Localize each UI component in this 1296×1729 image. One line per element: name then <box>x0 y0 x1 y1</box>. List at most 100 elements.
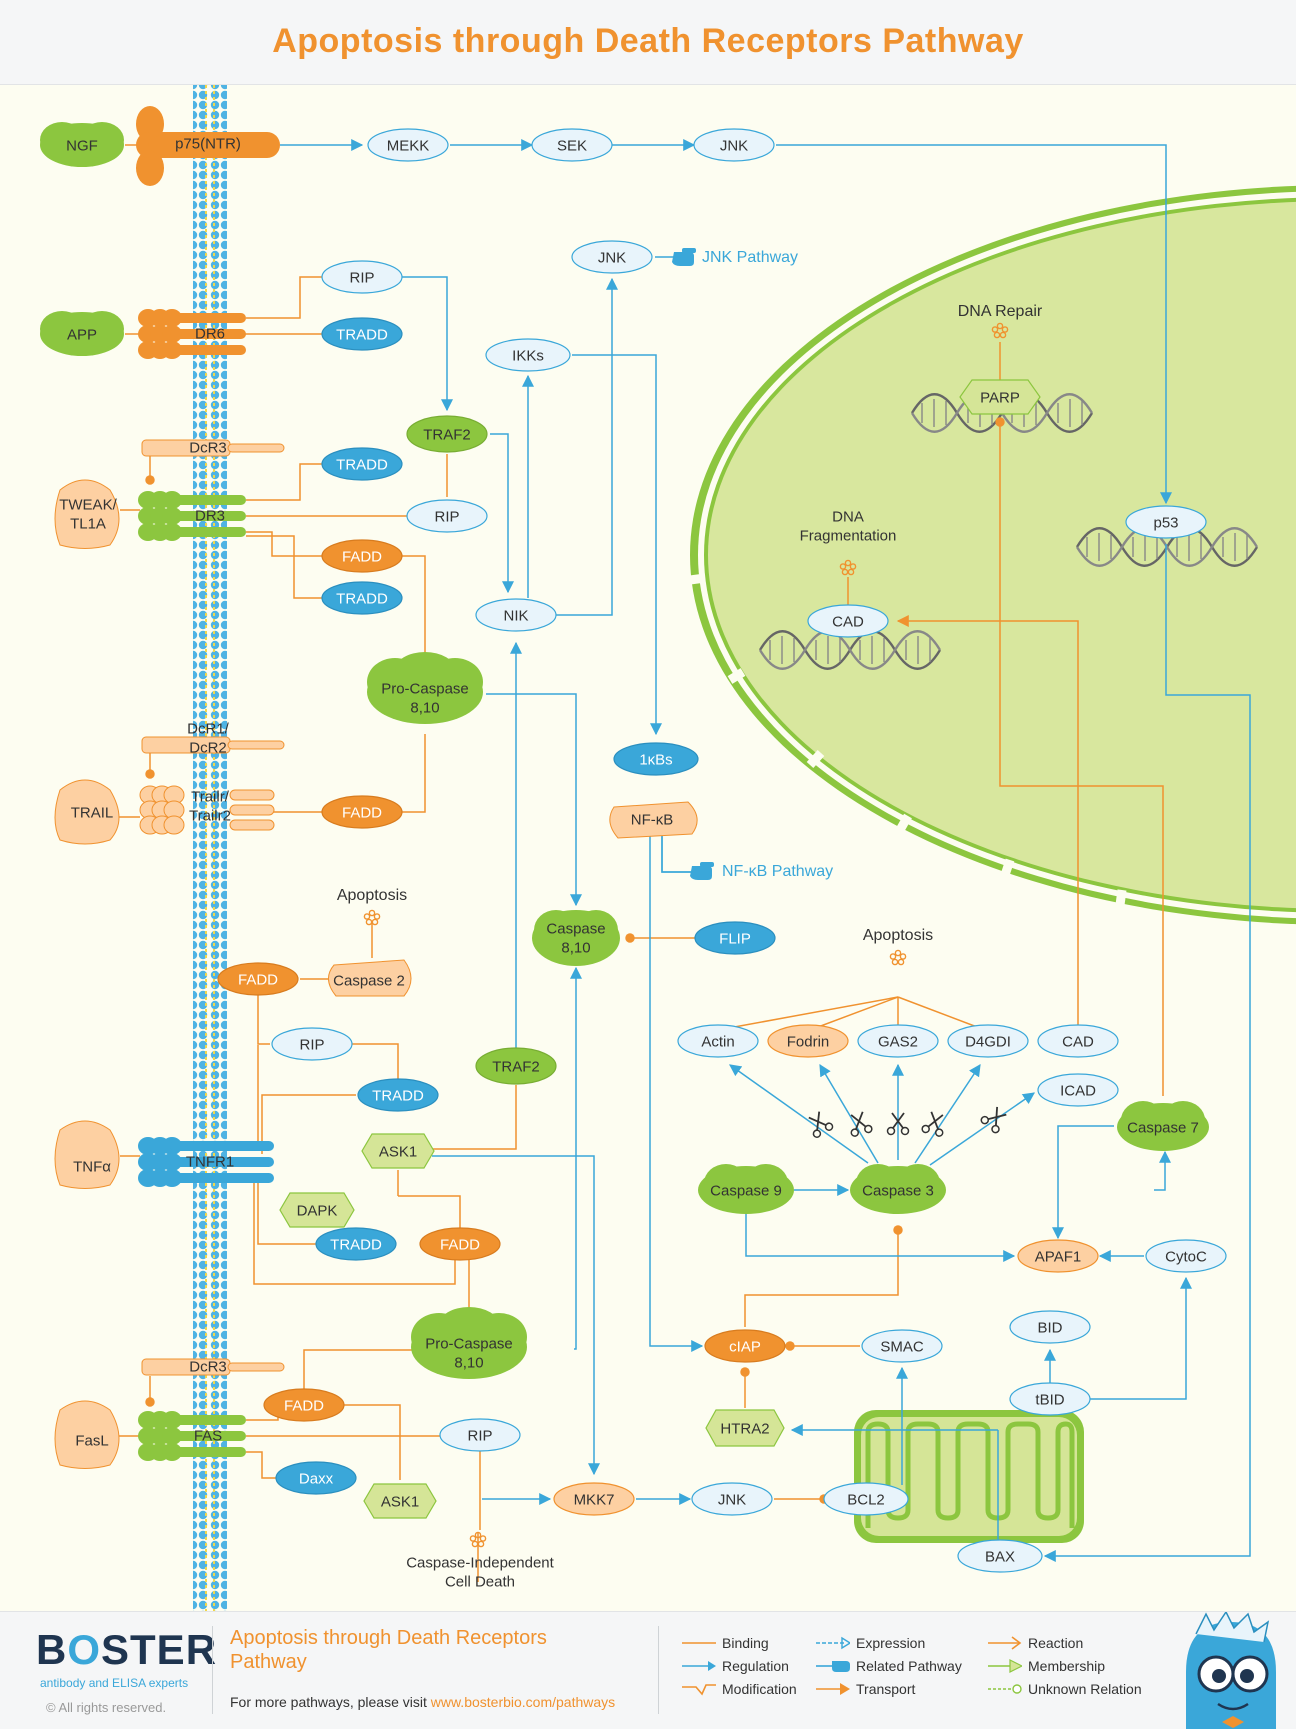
jnk-mid-label[interactable]: JNK <box>598 250 626 267</box>
htra2-shape <box>705 1409 785 1447</box>
trail-label[interactable]: TRAIL <box>71 805 114 822</box>
cad-label[interactable]: CAD <box>1062 1034 1094 1051</box>
fadd5-label[interactable]: FADD <box>284 1398 324 1415</box>
dr3-receptor[interactable] <box>138 491 246 541</box>
tradd5-label[interactable]: TRADD <box>330 1237 382 1254</box>
mekk-label[interactable]: MEKK <box>387 138 430 155</box>
cad-nuc-label[interactable]: CAD <box>832 614 864 631</box>
mkk7-label[interactable]: MKK7 <box>574 1492 615 1509</box>
trailr-receptor[interactable] <box>139 785 275 835</box>
binding-line-icon <box>682 1642 716 1644</box>
fas-label[interactable]: FAS <box>194 1428 222 1445</box>
rip2-label[interactable]: RIP <box>434 509 459 526</box>
trailr-label[interactable]: Trailr/Trailr2 <box>189 789 231 825</box>
page-title: Apoptosis through Death Receptors Pathwa… <box>272 22 1024 60</box>
daxx-label[interactable]: Daxx <box>299 1471 334 1488</box>
jnk-pathway-hand-icon[interactable] <box>672 248 696 266</box>
tnfr1-label[interactable]: TNFR1 <box>186 1154 234 1171</box>
fasl-label[interactable]: FasL <box>75 1433 108 1450</box>
gas2-label[interactable]: GAS2 <box>878 1034 918 1051</box>
dr3-label[interactable]: DR3 <box>195 508 225 525</box>
fadd2-shape <box>321 795 403 829</box>
dr6-receptor[interactable] <box>138 309 246 359</box>
ask1-top-label[interactable]: ASK1 <box>379 1144 417 1161</box>
dcr1-dcr2-receptor[interactable] <box>141 736 285 754</box>
fadd1-label[interactable]: FADD <box>342 549 382 566</box>
apaf1-label[interactable]: APAF1 <box>1035 1249 1081 1266</box>
dr6-label[interactable]: DR6 <box>195 326 225 343</box>
tweak-label[interactable]: TWEAK/TL1A <box>59 497 117 533</box>
pathways-link[interactable]: www.bosterbio.com/pathways <box>430 1694 616 1710</box>
flip-label[interactable]: FLIP <box>719 931 751 948</box>
sek-label[interactable]: SEK <box>557 138 587 155</box>
bax-label[interactable]: BAX <box>985 1549 1015 1566</box>
fodrin-label[interactable]: Fodrin <box>787 1034 830 1051</box>
fadd3-label[interactable]: FADD <box>238 972 278 989</box>
parp-label[interactable]: PARP <box>980 390 1020 407</box>
caspase3-label[interactable]: Caspase 3 <box>862 1183 934 1200</box>
smac-label[interactable]: SMAC <box>880 1339 924 1356</box>
rip1-label[interactable]: RIP <box>349 270 374 287</box>
ciap-label[interactable]: cIAP <box>729 1339 761 1356</box>
cad-nuc-shape <box>807 604 889 638</box>
ikks-label[interactable]: IKKs <box>512 348 544 365</box>
caspase2-label[interactable]: Caspase 2 <box>333 973 405 990</box>
apoptosis-right-label: Apoptosis <box>863 927 933 944</box>
cytoc-label[interactable]: CytoC <box>1165 1249 1207 1266</box>
dcr3-low-receptor[interactable] <box>141 1358 285 1376</box>
nfkb-pathway-hand-icon[interactable] <box>690 862 714 880</box>
nfkb-label[interactable]: NF-κB <box>631 812 674 829</box>
caspase7-label[interactable]: Caspase 7 <box>1127 1120 1199 1137</box>
jnk-top-label[interactable]: JNK <box>720 138 748 155</box>
actin-label[interactable]: Actin <box>701 1034 734 1051</box>
p75-receptor[interactable] <box>136 106 280 186</box>
ikks-shape <box>485 338 571 372</box>
rip4-label[interactable]: RIP <box>467 1428 492 1445</box>
tnfa-label[interactable]: TNFα <box>73 1159 111 1176</box>
ikbs-label[interactable]: 1κBs <box>639 752 672 769</box>
dcr12-label[interactable]: DcR1/DcR2 <box>187 721 230 757</box>
rip3-label[interactable]: RIP <box>299 1037 324 1054</box>
p75-label[interactable]: p75(NTR) <box>175 136 241 153</box>
tradd1-label[interactable]: TRADD <box>336 327 388 344</box>
dapk-label[interactable]: DAPK <box>297 1203 338 1220</box>
ikbs-shape <box>613 742 699 776</box>
legend-binding-label: Binding <box>722 1635 769 1651</box>
tradd3-shape <box>321 581 403 615</box>
traf2-top-label[interactable]: TRAF2 <box>423 427 471 444</box>
app-label[interactable]: APP <box>67 327 97 344</box>
icad-label[interactable]: ICAD <box>1060 1083 1096 1100</box>
label-line: TWEAK/ <box>59 497 117 514</box>
logo-tagline: antibody and ELISA experts <box>40 1676 189 1690</box>
footer-divider-2 <box>658 1626 659 1714</box>
traf2-low-label[interactable]: TRAF2 <box>492 1059 540 1076</box>
label-line: 8,10 <box>410 700 439 717</box>
bid-label[interactable]: BID <box>1037 1320 1062 1337</box>
ngf-label[interactable]: NGF <box>66 138 98 155</box>
p53-label[interactable]: p53 <box>1153 515 1178 532</box>
tradd2-label[interactable]: TRADD <box>336 457 388 474</box>
dcr3-low-label[interactable]: DcR3 <box>189 1359 227 1376</box>
d4gdi-label[interactable]: D4GDI <box>965 1034 1011 1051</box>
nik-label[interactable]: NIK <box>503 608 528 625</box>
bcl2-label[interactable]: BCL2 <box>847 1492 885 1509</box>
jnk-low-label[interactable]: JNK <box>718 1492 746 1509</box>
tradd4-label[interactable]: TRADD <box>372 1088 424 1105</box>
app-shape <box>40 311 124 356</box>
dcr3-top-label[interactable]: DcR3 <box>189 440 227 457</box>
caspase9-label[interactable]: Caspase 9 <box>710 1183 782 1200</box>
tbid-label[interactable]: tBID <box>1035 1392 1064 1409</box>
dcr3-top-receptor[interactable] <box>141 439 285 457</box>
jnk-pathway-link[interactable]: JNK Pathway <box>702 249 798 266</box>
tradd3-label[interactable]: TRADD <box>336 591 388 608</box>
ask1-low-label[interactable]: ASK1 <box>381 1494 419 1511</box>
nfkb-pathway-link[interactable]: NF-κB Pathway <box>722 863 833 880</box>
fas-receptor[interactable] <box>138 1411 246 1461</box>
fadd2-label[interactable]: FADD <box>342 805 382 822</box>
fadd4-label[interactable]: FADD <box>440 1237 480 1254</box>
htra2-label[interactable]: HTRA2 <box>720 1421 769 1438</box>
tnfr1-receptor[interactable] <box>138 1137 274 1187</box>
